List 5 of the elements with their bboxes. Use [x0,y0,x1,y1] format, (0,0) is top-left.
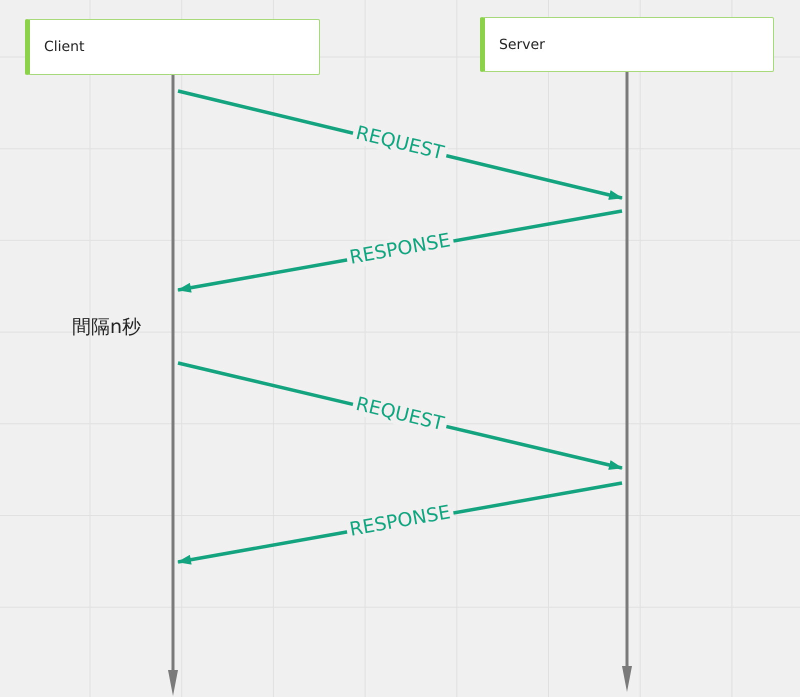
lifeline-arrow [622,72,632,692]
lifeline-header-box: Server [480,17,774,72]
lifeline-header-box: Client [25,19,320,75]
interval-note: 間隔n秒 [72,315,142,340]
lifeline-arrow [168,75,178,696]
